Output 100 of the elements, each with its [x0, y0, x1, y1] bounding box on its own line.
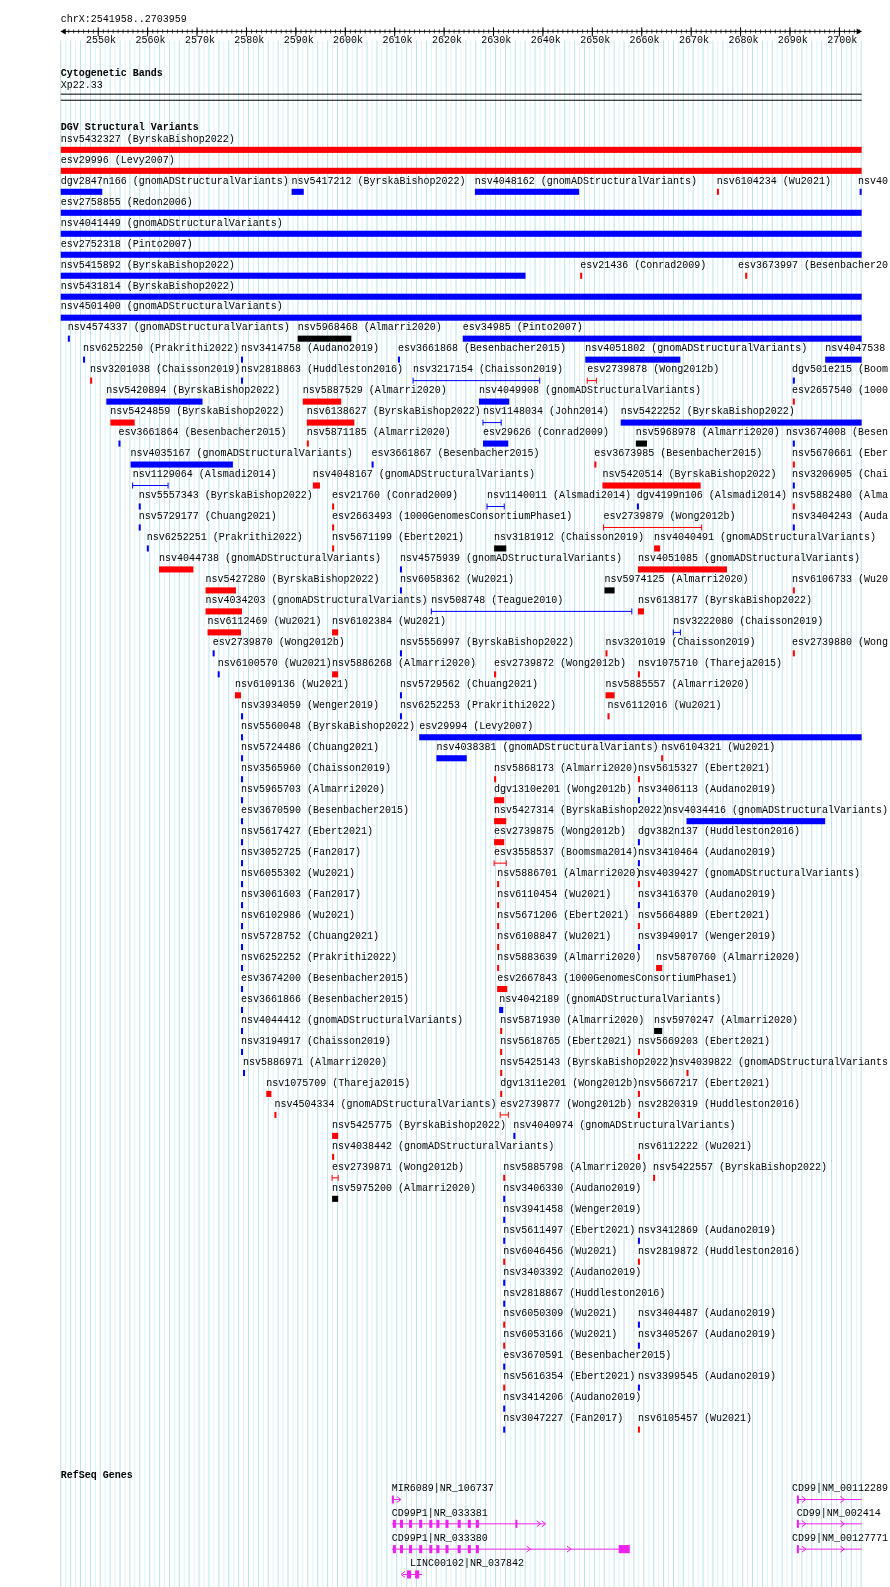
variant-label: nsv3406330 (Audano2019) — [503, 1182, 642, 1195]
variant-label: nsv5417212 (ByrskaBishop2022) — [291, 175, 466, 188]
variant-label: nsv5424859 (ByrskaBishop2022) — [110, 406, 285, 419]
variant-label: nsv6058362 (Wu2021) — [399, 574, 514, 587]
variant-label: nsv6102986 (Wu2021) — [240, 909, 355, 922]
variant-label: esv21760 (Conrad2009) — [332, 490, 459, 503]
variant-label: nsv4038381 (gnomADStructuralVariants) — [436, 742, 659, 755]
variant-label: nsv5970247 (Almarri2020) — [654, 1014, 799, 1027]
variant-label: nsv3399545 (Audano2019) — [637, 1371, 776, 1384]
variant-label: nsv4574337 (gnomADStructuralVariants) — [67, 322, 290, 335]
variant-label: nsv2819872 (Huddleston2016) — [637, 1245, 800, 1258]
variant-label: nsv4040974 (gnomADStructuralVariants) — [513, 1119, 736, 1132]
variant-label: nsv5728752 (Chuang2021) — [240, 930, 379, 943]
variant-label: nsv3217154 (Chaisson2019) — [413, 364, 564, 377]
variant-label: nsv5432327 (ByrskaBishop2022) — [60, 133, 235, 146]
variant-label: esv2739872 (Wong2012b) — [494, 658, 627, 671]
variant-label: nsv6112016 (Wu2021) — [607, 700, 722, 713]
variant-label: nsv6100570 (Wu2021) — [217, 658, 332, 671]
track-title: Cytogenetic Bands — [60, 67, 163, 80]
variant-label: nsv3201038 (Chaisson2019) — [90, 364, 241, 377]
variant-label: nsv3194917 (Chaisson2019) — [240, 1035, 391, 1048]
variant-label: nsv5671206 (Ebert2021) — [497, 909, 630, 922]
variant-label: nsv5669203 (Ebert2021) — [637, 1035, 770, 1048]
track-title: RefSeq Genes — [60, 1470, 133, 1483]
variant-label: nsv5560048 (ByrskaBishop2022) — [240, 721, 415, 734]
variant-label: nsv5425775 (ByrskaBishop2022) — [332, 1119, 507, 1132]
variant-label: nsv3949017 (Wenger2019) — [637, 930, 776, 943]
variant-label: nsv6112469 (Wu2021) — [207, 616, 322, 629]
variant-label: nsv3222080 (Chaisson2019) — [673, 616, 824, 629]
variant-label: nsv1148034 (John2014) — [482, 406, 609, 419]
variant-label: esv3558537 (Boomsma2014) — [494, 846, 639, 859]
variant-label: nsv5882480 (Alma — [792, 490, 888, 503]
variant-label: esv2657540 (1000 — [792, 385, 888, 398]
variant-label: esv3661866 (Besenbacher2015) — [240, 993, 409, 1006]
variant-label: nsv1129064 (Alsmadi2014) — [132, 469, 277, 482]
variant-label: nsv3404487 (Audano2019) — [637, 1308, 776, 1321]
variant-label: nsv3410464 (Audano2019) — [637, 846, 776, 859]
variant-label: nsv4049908 (gnomADStructuralVariants) — [478, 385, 701, 398]
variant-label: esv3670591 (Besenbacher2015) — [503, 1350, 672, 1363]
gene-label: CD99|NM_00112289 — [792, 1483, 888, 1496]
tick-label: 2610k — [382, 35, 413, 48]
variant-label: nsv6105457 (Wu2021) — [637, 1413, 752, 1426]
variant-label: nsv3052725 (Fan2017) — [240, 846, 361, 859]
variant-label: nsv1140011 (Alsmadi2014) — [487, 490, 632, 503]
variant-label: nsv5664889 (Ebert2021) — [637, 909, 770, 922]
variant-label: nsv5618765 (Ebert2021) — [500, 1035, 633, 1048]
variant-label: nsv1075709 (Thareja2015) — [266, 1077, 411, 1090]
variant-label: nsv5965703 (Almarri2020) — [240, 784, 385, 796]
variant-label: nsv40 — [858, 175, 888, 188]
variant-label: dgv4199n106 (Alsmadi2014) — [636, 490, 787, 503]
variant-label: nsv2818863 (Huddleston2016) — [240, 364, 403, 377]
variant-label: nsv3941458 (Wenger2019) — [503, 1203, 642, 1216]
variant-label: nsv3061603 (Fan2017) — [240, 888, 361, 901]
variant-label: nsv6252253 (Prakrithi2022) — [399, 700, 556, 713]
tick-label: 2660k — [629, 35, 660, 48]
variant-label: nsv4041449 (gnomADStructuralVariants) — [60, 217, 283, 230]
variant-label: nsv4047538 — [825, 343, 886, 356]
tick-label: 2630k — [481, 35, 512, 48]
variant-label: nsv5974125 (Almarri2020) — [604, 574, 749, 587]
variant-label: nsv3934059 (Wenger2019) — [240, 700, 379, 713]
variant-label: nsv3412869 (Audano2019) — [637, 1224, 776, 1237]
variant-label: dgv501e215 (Boom — [792, 364, 888, 377]
tick-label: 2600k — [333, 35, 364, 48]
variant-label: nsv1075710 (Thareja2015) — [637, 658, 782, 671]
tick-label: 2640k — [530, 35, 561, 48]
variant-label: nsv5422557 (ByrskaBishop2022) — [653, 1161, 828, 1174]
gene-label: MIR6089|NR_106737 — [391, 1483, 494, 1496]
variant-label: nsv4051802 (gnomADStructuralVariants) — [585, 343, 808, 356]
variant-label: esv2739870 (Wong2012b) — [212, 637, 345, 650]
variant-label: nsv5885798 (Almarri2020) — [503, 1161, 648, 1174]
variant-label: nsv6138627 (ByrskaBishop2022) — [306, 406, 481, 419]
variant-label: esv3674200 (Besenbacher2015) — [240, 972, 409, 985]
variant-label: esv2752318 (Pinto2007) — [60, 238, 193, 251]
region-label: chrX:2541958..2703959 — [60, 14, 187, 27]
variant-label: nsv5670661 (Eber — [792, 448, 888, 461]
variant-label: nsv3404243 (Auda — [792, 511, 888, 524]
tick-label: 2590k — [283, 35, 314, 48]
variant-label: nsv3406113 (Audano2019) — [637, 784, 776, 796]
variant-label: esv2739879 (Wong2012b) — [603, 511, 736, 524]
variant-label: esv29994 (Levy2007) — [419, 721, 534, 734]
variant-label: nsv6110454 (Wu2021) — [497, 888, 612, 901]
tick-label: 2680k — [728, 35, 759, 48]
variant-label: nsv5667217 (Ebert2021) — [637, 1077, 770, 1090]
variant-label: nsv5427280 (ByrskaBishop2022) — [205, 574, 380, 587]
variant-label: nsv6252250 (Prakrithi2022) — [83, 343, 240, 356]
gene-label: CD99P1|NR_033381 — [391, 1507, 488, 1520]
variant-label: nsv5870760 (Almarri2020) — [656, 951, 801, 964]
band-label: Xp22.33 — [60, 80, 103, 92]
variant-label: nsv5616354 (Ebert2021) — [503, 1371, 636, 1384]
variant-label: nsv5885557 (Almarri2020) — [605, 679, 750, 692]
variant-label: nsv5556997 (ByrskaBishop2022) — [399, 637, 574, 650]
track-title: DGV Structural Variants — [60, 121, 199, 134]
variant-label: nsv5871185 (Almarri2020) — [306, 427, 451, 440]
variant-label: nsv6108847 (Wu2021) — [497, 930, 612, 943]
gene-label: CD99|NM_002414 — [796, 1507, 881, 1520]
variant-label: esv2739878 (Wong2012b) — [587, 364, 720, 377]
variant-label: nsv3405267 (Audano2019) — [637, 1329, 776, 1342]
variant-label: nsv3565960 (Chaisson2019) — [240, 763, 391, 775]
variant-label: esv2739877 (Wong2012b) — [500, 1098, 633, 1111]
variant-label: nsv4039822 (gnomADStructuralVariants — [672, 1056, 889, 1069]
